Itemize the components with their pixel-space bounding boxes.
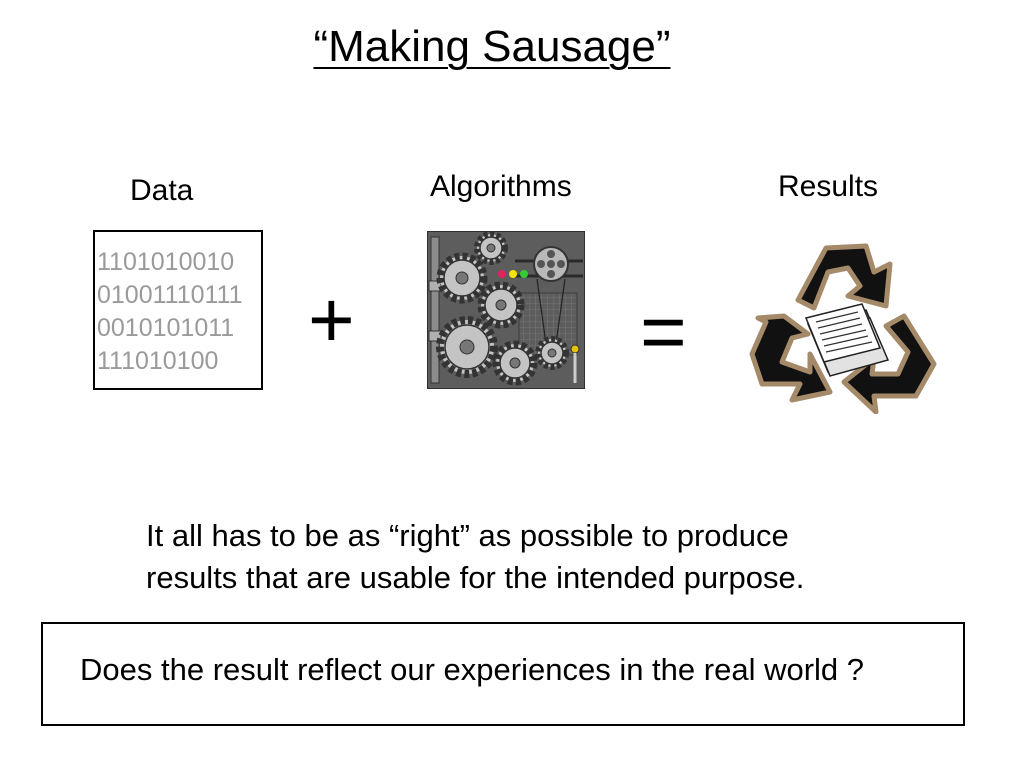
gears-machine-icon: [427, 231, 585, 389]
binary-line: 01001110111: [97, 281, 243, 309]
question-text: Does the result reflect our experiences …: [80, 652, 865, 687]
caption-line-1: It all has to be as “right” as possible …: [146, 518, 789, 553]
caption-line-2: results that are usable for the intended…: [146, 560, 805, 595]
equals-symbol: =: [640, 287, 687, 376]
recycle-newspaper-icon: [749, 243, 937, 414]
caption: It all has to be as “right” as possible …: [146, 515, 926, 599]
question-box: Does the result reflect our experiences …: [41, 622, 965, 726]
data-box: 1101010010 01001110111 0010101011 111010…: [93, 230, 263, 390]
plus-symbol: +: [308, 275, 355, 364]
binary-line: 0010101011: [97, 314, 235, 342]
binary-line: 111010100: [97, 347, 219, 375]
results-label: Results: [778, 170, 879, 203]
data-label: Data: [130, 174, 194, 207]
algorithms-label: Algorithms: [430, 170, 572, 203]
binary-line: 1101010010: [97, 248, 235, 276]
slide-title: “Making Sausage”: [313, 22, 671, 71]
